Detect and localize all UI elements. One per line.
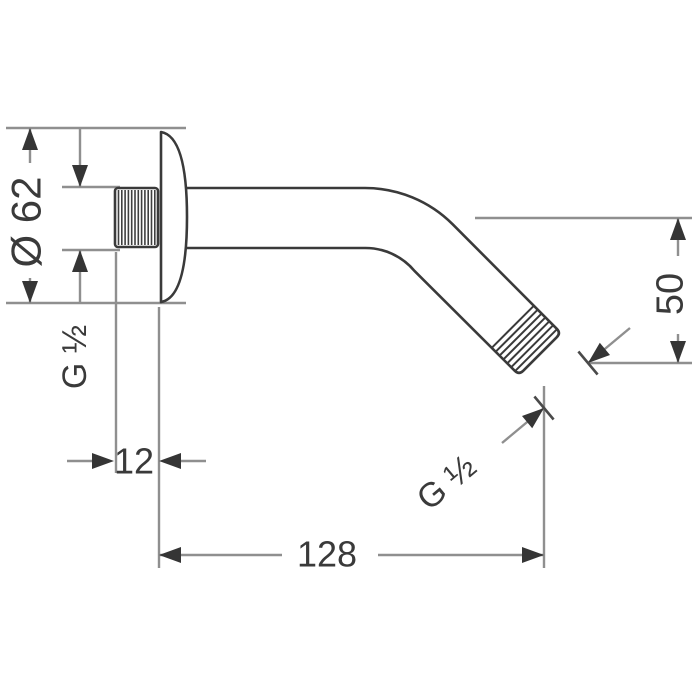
wall-thread-hatch — [117, 190, 156, 245]
oblique-tick-outlet-thread — [533, 395, 555, 421]
label-flange-diameter: Ø 62 — [3, 176, 50, 267]
shower-arm-body — [113, 130, 561, 375]
label-wall-thread: G ½ — [56, 325, 94, 389]
arrow-offset-left — [159, 453, 181, 469]
arrow-offset-right — [92, 453, 114, 469]
arrow-length-right — [522, 547, 544, 563]
label-outlet-thread: G ½ — [410, 447, 484, 517]
dimension-labels: Ø 62 G ½ 12 128 50 G ½ — [3, 176, 692, 574]
label-arm-length: 128 — [297, 534, 357, 575]
arrow-length-left — [159, 547, 181, 563]
arrow-wall-thread-down — [72, 165, 88, 187]
arrow-wall-thread-up — [72, 250, 88, 272]
label-outlet-drop: 50 — [649, 273, 691, 315]
arrow-flange-diameter-up — [22, 128, 38, 150]
arrow-outlet-thread — [522, 408, 544, 429]
arrow-outlet-face — [588, 342, 610, 363]
wall-flange — [159, 130, 189, 304]
label-thread-offset: 12 — [114, 441, 154, 482]
arrow-flange-diameter-down — [22, 281, 38, 303]
arm-tube-outline — [183, 186, 561, 375]
dimension-arrows — [22, 128, 686, 563]
oblique-tick-outlet-face — [577, 350, 599, 376]
arrow-drop-down — [670, 341, 686, 363]
arrow-drop-up — [670, 218, 686, 240]
outlet-thread-hatch — [491, 305, 558, 372]
